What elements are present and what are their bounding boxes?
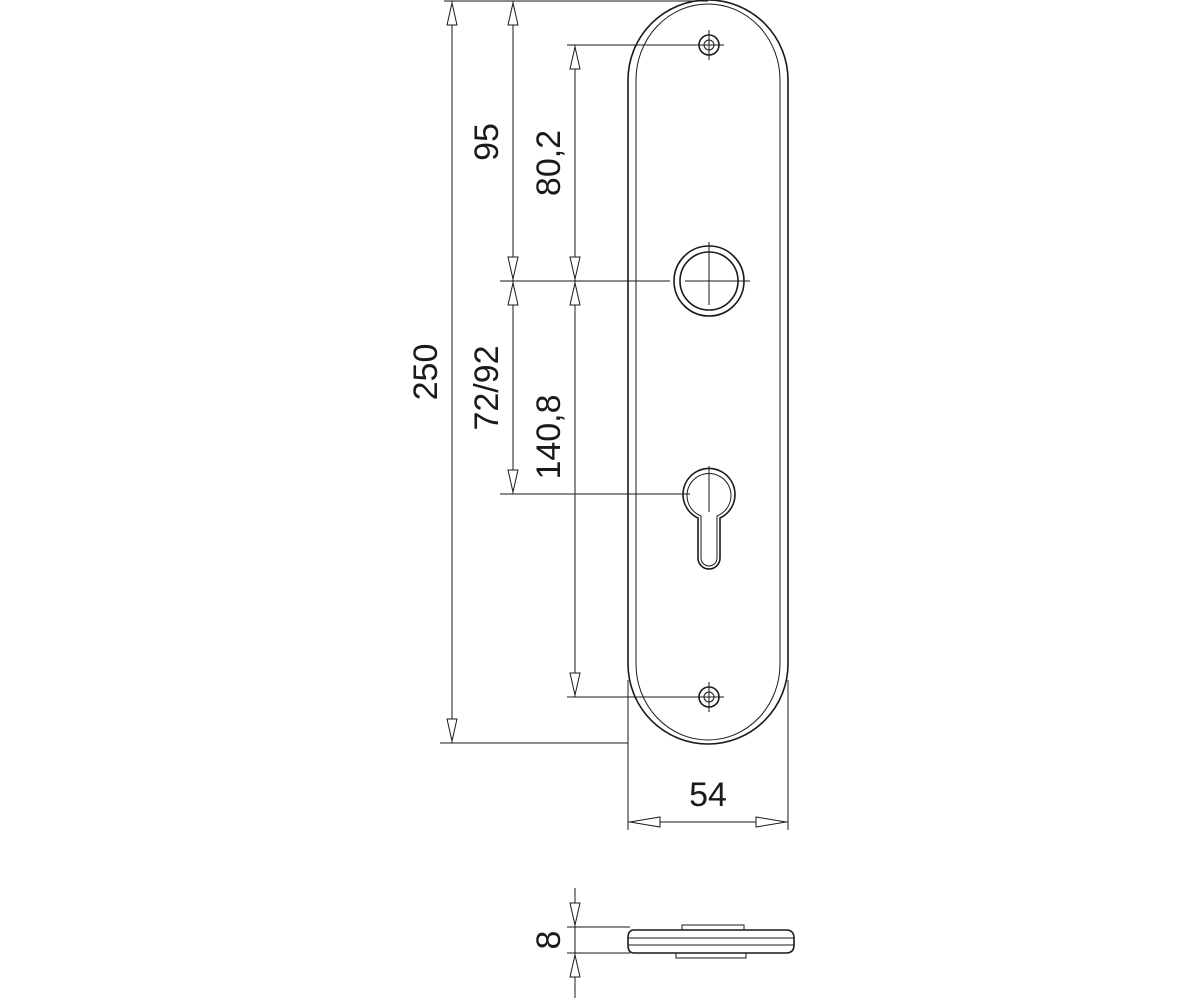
dim-label-handle-to-bottom-screw: 140,8 bbox=[530, 394, 568, 479]
extension-lines bbox=[440, 0, 789, 954]
dim-line-80-2 bbox=[569, 45, 581, 281]
bottom-screw-hole bbox=[694, 682, 724, 712]
dim-label-top-screw-to-handle: 80,2 bbox=[530, 130, 568, 196]
dim-line-72-92 bbox=[507, 281, 519, 494]
plate-outer-outline bbox=[627, 0, 789, 745]
plate-inner-outline bbox=[635, 3, 781, 741]
keyhole-cutout bbox=[682, 466, 736, 570]
dim-line-140-8 bbox=[569, 281, 581, 697]
dim-line-54 bbox=[628, 816, 788, 828]
top-screw-hole bbox=[694, 30, 724, 60]
dim-line-95 bbox=[507, 1, 519, 281]
dim-line-250 bbox=[446, 1, 458, 743]
dim-label-top-to-handle: 95 bbox=[468, 123, 506, 161]
handle-hole bbox=[673, 242, 750, 317]
dim-label-handle-to-keyhole: 72/92 bbox=[468, 345, 506, 430]
dim-line-8 bbox=[569, 888, 581, 998]
dim-label-plate-width: 54 bbox=[689, 776, 727, 814]
door-plate-side-view bbox=[627, 924, 795, 959]
dim-label-total-height: 250 bbox=[407, 344, 445, 401]
door-plate-front-view bbox=[627, 0, 789, 745]
dim-label-plate-thickness: 8 bbox=[530, 931, 568, 950]
